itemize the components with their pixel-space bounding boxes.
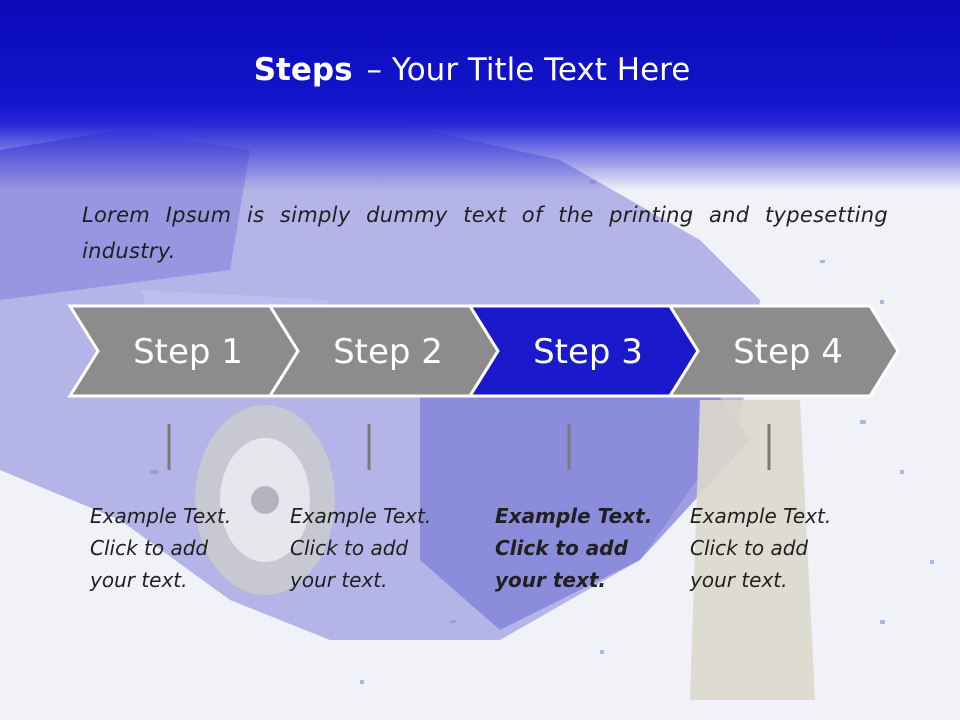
step-description-line: Example Text. bbox=[290, 504, 432, 528]
step-description-line: Click to add bbox=[495, 536, 628, 560]
step-description-line: Example Text. bbox=[90, 504, 232, 528]
step-description-line: Click to add bbox=[290, 536, 409, 560]
intro-text[interactable]: Lorem Ipsum is simply dummy text of the … bbox=[82, 203, 888, 263]
step-description-4[interactable]: Example Text. Click to add your text. bbox=[690, 500, 870, 596]
step-label-1: Step 1 bbox=[133, 332, 243, 372]
title-bar bbox=[0, 0, 960, 190]
step-label-4: Step 4 bbox=[733, 332, 843, 372]
step-description-line: your text. bbox=[90, 568, 188, 592]
step-description-line: your text. bbox=[690, 568, 788, 592]
step-label-3: Step 3 bbox=[533, 332, 643, 372]
step-description-line: your text. bbox=[495, 568, 607, 592]
step-description-3[interactable]: Example Text. Click to add your text. bbox=[495, 500, 675, 596]
step-description-line: your text. bbox=[290, 568, 388, 592]
step-chevron-4[interactable] bbox=[667, 304, 900, 398]
step-label-2: Step 2 bbox=[333, 332, 443, 372]
step-description-line: Click to add bbox=[90, 536, 209, 560]
slide-title[interactable]: Steps – Your Title Text Here bbox=[0, 52, 944, 88]
title-text: – Your Title Text Here bbox=[366, 52, 691, 88]
step-description-line: Click to add bbox=[690, 536, 809, 560]
title-bold: Steps bbox=[253, 52, 353, 88]
step-description-2[interactable]: Example Text. Click to add your text. bbox=[290, 500, 470, 596]
step-description-line: Example Text. bbox=[495, 504, 653, 528]
step-description-line: Example Text. bbox=[690, 504, 832, 528]
step-description-1[interactable]: Example Text. Click to add your text. bbox=[90, 500, 270, 596]
